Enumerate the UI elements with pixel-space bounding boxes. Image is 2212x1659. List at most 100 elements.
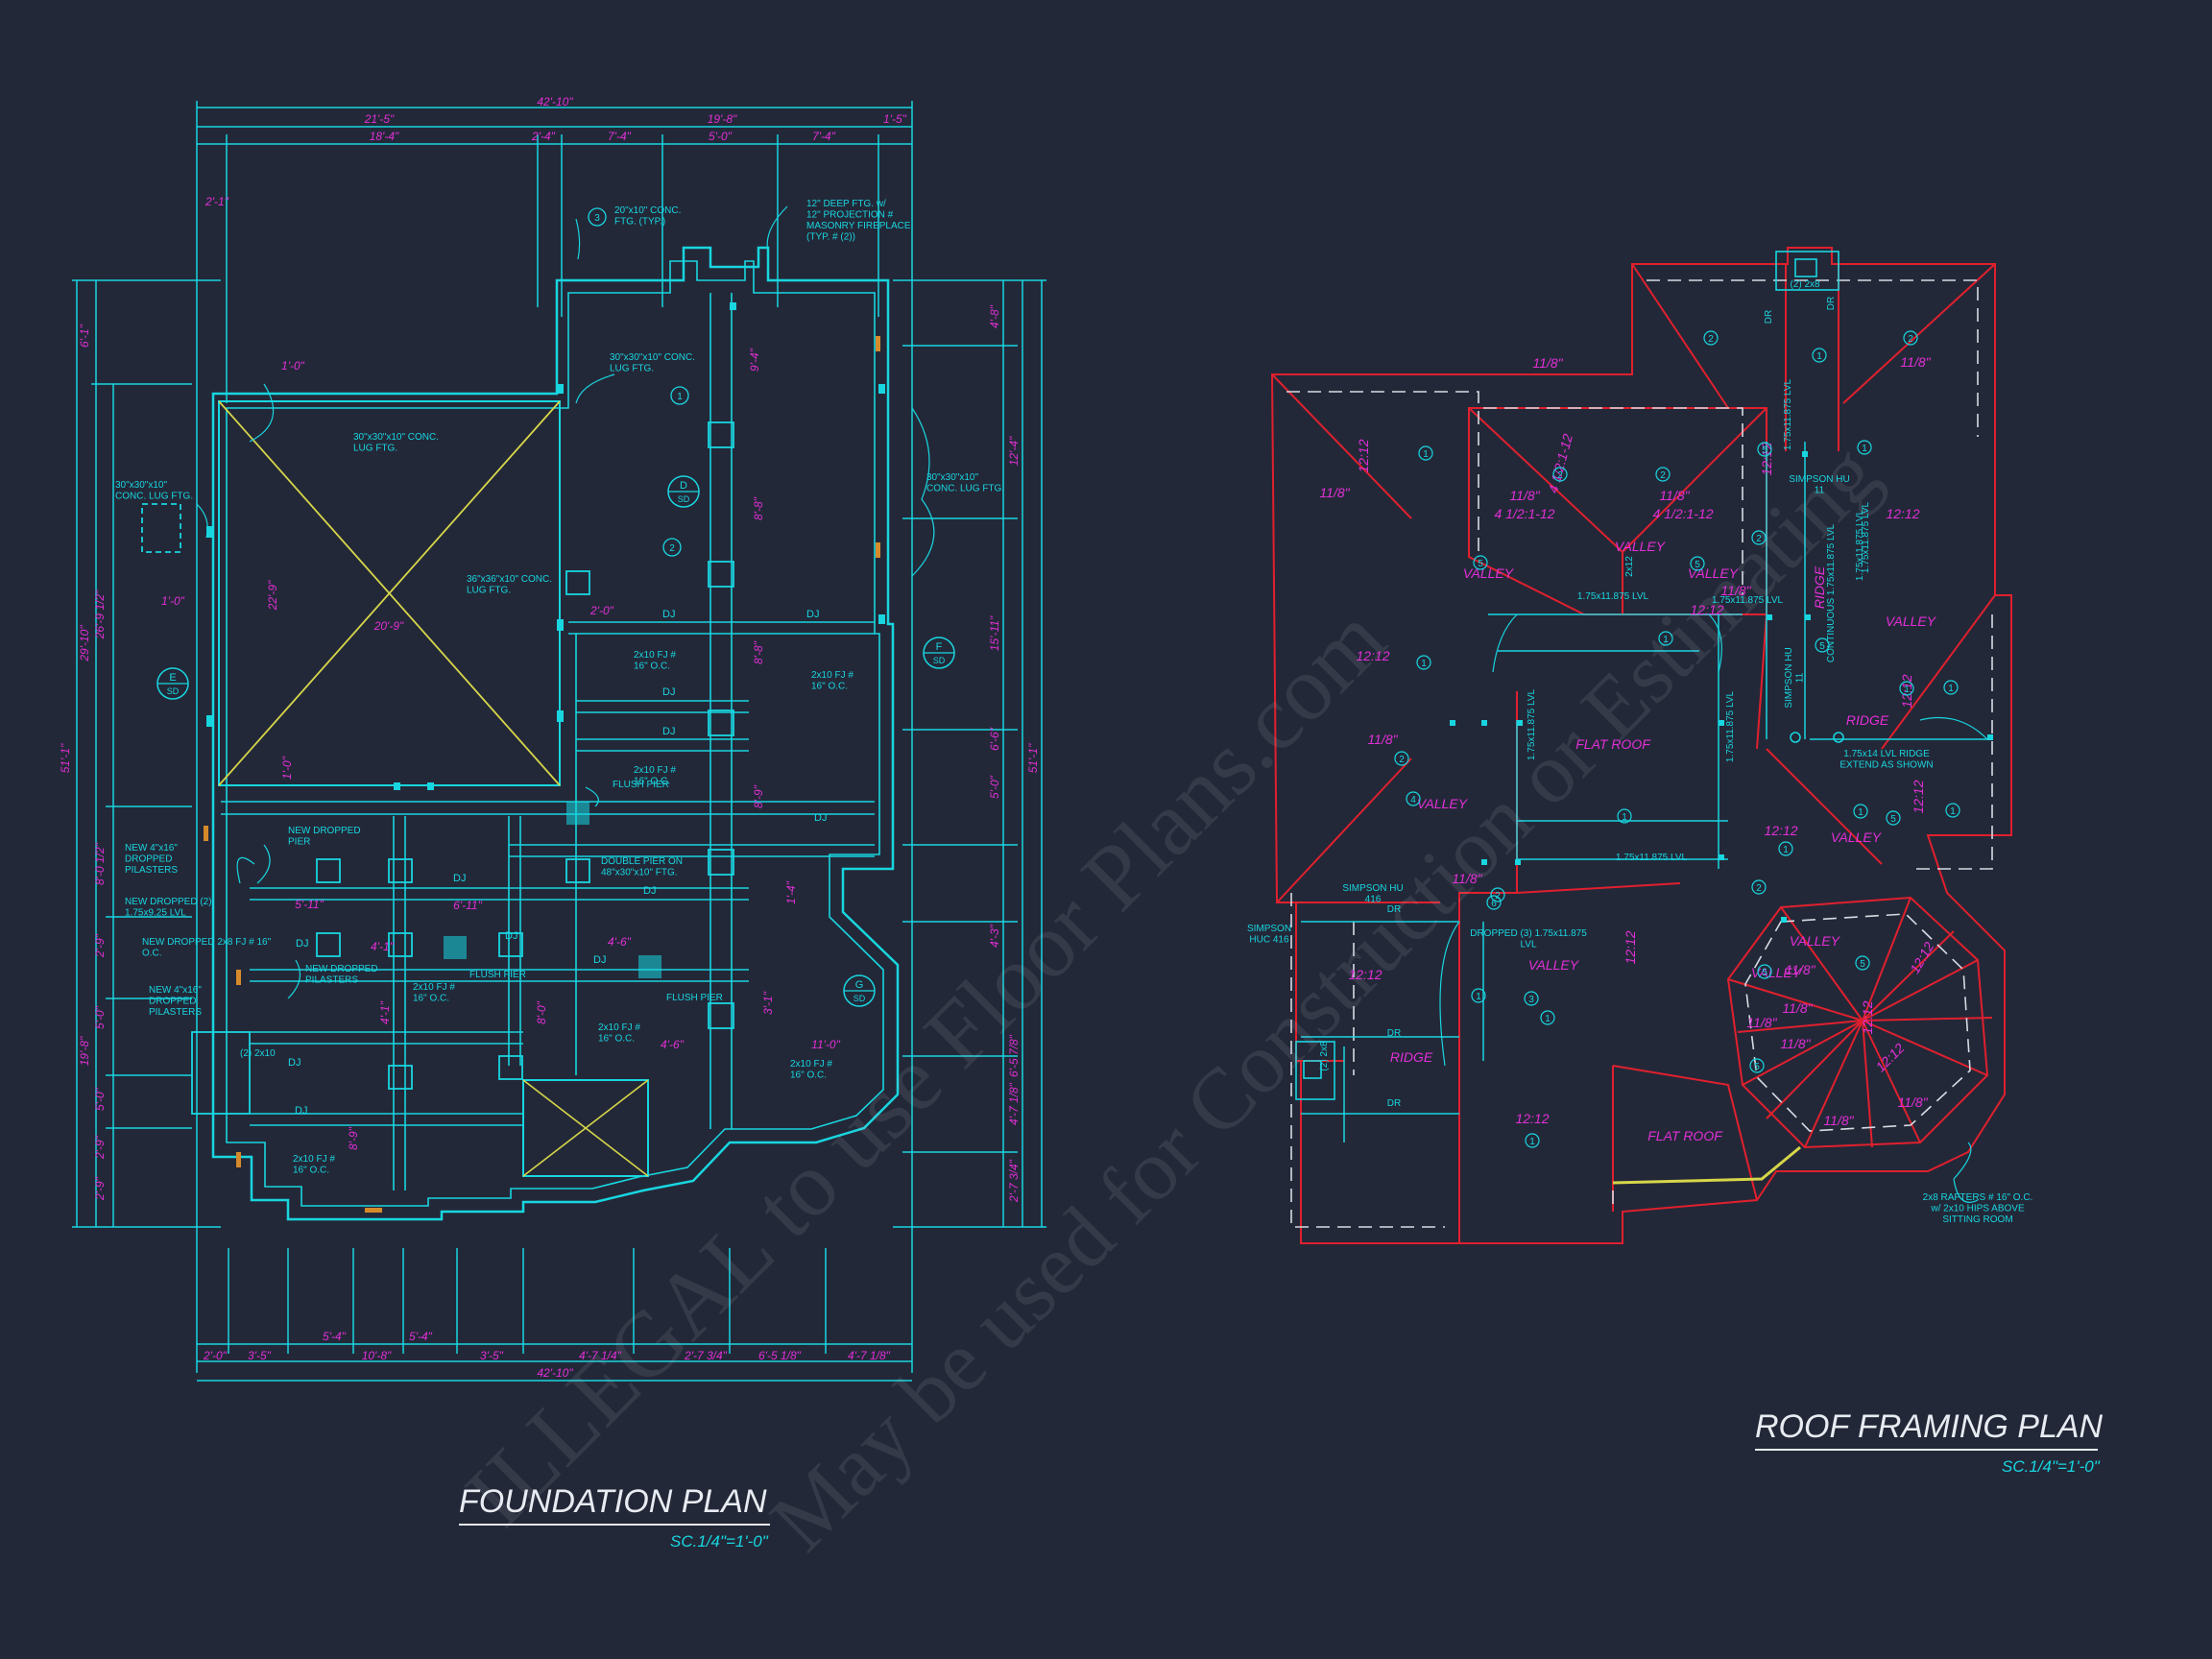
dim-right-label: 6'-5 7/8" (1007, 1034, 1021, 1077)
dim-top-label: 21'-5" (364, 112, 395, 126)
joist-label: DJ (662, 609, 675, 620)
dim-bottom-label: 4'-7 1/8" (848, 1349, 891, 1362)
roof-marker-number: 1 (1476, 992, 1481, 1002)
dim-left-label: 8'-0 1/2" (93, 842, 107, 885)
joist-label: DJ (453, 873, 466, 884)
foundation-note: 2x10 FJ #16" O.C. (598, 1022, 640, 1045)
joist-label: DJ (643, 885, 656, 897)
roof-title-block: ROOF FRAMING PLAN SC.1/4"=1'-0" (1755, 1408, 2104, 1476)
roof-beam-label: 1.75x11.875 LVL (1577, 591, 1649, 602)
roof-marker-circle (1751, 530, 1767, 545)
joist-label: DJ (505, 930, 517, 942)
joist-label: DJ (662, 686, 675, 698)
roof-marker-number: 5 (1860, 959, 1865, 970)
foundation-scale: SC.1/4"=1'-0" (670, 1532, 769, 1551)
dim-right-label: 12'-4" (1007, 436, 1021, 466)
joist-label: DJ (593, 954, 606, 966)
dim-left-label: 2'-9" (93, 1176, 107, 1201)
dim-top-label: 18'-4" (370, 130, 399, 143)
dim-top-label: 7'-4" (608, 130, 632, 143)
foundation-dim-lines-right (893, 279, 1046, 1228)
roof-marker-number: 2 (1708, 334, 1714, 345)
roof-marker-number: 1 (1529, 1137, 1535, 1147)
roof-label: 12:12 (1764, 823, 1797, 838)
roof-marker-circle (1703, 330, 1719, 346)
roof-marker-number: 5 (1754, 1062, 1760, 1072)
label-layer: 42'-10"21'-5"19'-8"18'-4"2'-4"7'-4"5'-0"… (59, 95, 2032, 1380)
roof-label: 11/8" (1785, 962, 1815, 977)
roof-beam-label: (2) 2x8 (1319, 1041, 1330, 1071)
roof-beam-label: DR (1826, 297, 1837, 310)
roof-label: 12:12 (1759, 442, 1774, 475)
roof-label: 11/8" (1367, 732, 1398, 747)
dim-top-label: 2'-4" (531, 130, 556, 143)
section-code: SD (678, 494, 690, 504)
foundation-marker-number: 3 (594, 213, 600, 224)
foundation-leaders (196, 205, 935, 999)
roof-marker-circle (1552, 467, 1568, 482)
dim-right-label: 6'-6" (988, 727, 1001, 751)
roof-beam-label: DR (1387, 1028, 1401, 1039)
roof-label: 12:12 (1690, 602, 1723, 617)
foundation-note: 30"x30"x10" CONC.LUG FTG. (353, 432, 439, 454)
dim-top-label: 1'-5" (883, 112, 907, 126)
roof-label: 11/8" (1823, 1113, 1854, 1128)
foundation-note: 30"x30"x10"CONC. LUG FTG. (115, 480, 193, 502)
foundation-note: 30"x30"x10" CONC.LUG FTG. (610, 352, 695, 374)
roof-beam-label: 2x12 (1624, 556, 1635, 577)
dim-bottom-label: 3'-5" (248, 1349, 272, 1362)
roof-marker-circle (1757, 964, 1772, 979)
dim-left-label: 5'-0" (93, 1005, 107, 1029)
roof-marker-number: 1 (1858, 807, 1863, 818)
dim-inner-label: 8'-8" (752, 640, 765, 664)
roof-beam-label: 1.75x11.875 LVL (1855, 509, 1865, 581)
foundation-marker-number: 2 (669, 543, 675, 554)
dim-right-label: 15'-11" (988, 615, 1001, 651)
foundation-walls (211, 246, 900, 1221)
roof-marker-circle (1486, 895, 1502, 910)
foundation-note: NEW DROPPED (2)1.75x9.25 LVL (125, 897, 212, 919)
roof-beam-label: DR (1764, 310, 1774, 324)
dim-right-label: 2'-7 3/4" (1007, 1159, 1021, 1203)
roof-marker-circle (1655, 467, 1671, 482)
roof-marker-number: 6 (1491, 899, 1497, 909)
joist-label: DJ (288, 1057, 301, 1069)
dim-left-label: 2'-9" (93, 933, 107, 958)
roof-marker-number: 2 (1756, 883, 1762, 894)
roof-label: VALLEY (1615, 539, 1667, 554)
roof-marker-number: 1 (1904, 685, 1910, 695)
roof-label: 12:12 (1860, 1000, 1875, 1034)
roof-marker-number: 5 (1695, 560, 1700, 570)
roof-label: VALLEY (1790, 933, 1841, 949)
roof-title: ROOF FRAMING PLAN (1755, 1408, 2104, 1445)
roof-beams (1301, 442, 1987, 1142)
roof-marker-number: 2 (1557, 470, 1563, 481)
roof-marker-circle (1416, 655, 1431, 670)
roof-beam-label: DR (1387, 904, 1401, 915)
roof-marker-number: 1 (1622, 812, 1627, 823)
roof-beam-label: 1.75x11.875 LVL (1725, 690, 1736, 762)
roof-marker-circle (1394, 751, 1409, 766)
roof-marker-circle (1658, 631, 1673, 646)
roof-marker-number: 1 (1423, 449, 1429, 460)
roof-marker-circle (1812, 348, 1827, 363)
roof-label: 12:12 (1911, 780, 1926, 813)
roof-hangers (1450, 451, 1993, 923)
joist-label: DJ (814, 812, 827, 824)
roof-marker-circle (1903, 330, 1918, 346)
roof-marker-circle (1690, 556, 1705, 571)
dim-bottom-label: 2'-7 3/4" (684, 1349, 728, 1362)
roof-marker-number: 2 (1660, 470, 1666, 481)
dim-right-label: 5'-0" (988, 775, 1001, 799)
dim-bottom-label: 5'-4" (323, 1330, 347, 1343)
roof-marker-number: 5 (1762, 445, 1767, 456)
foundation-section-markers (156, 207, 955, 1007)
